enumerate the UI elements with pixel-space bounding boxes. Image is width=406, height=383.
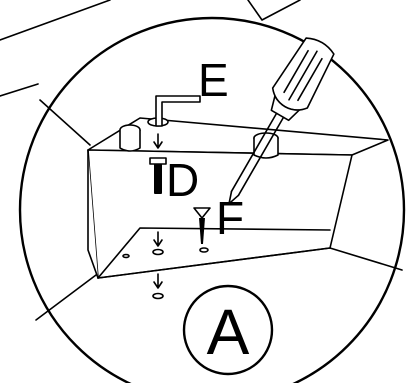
bolt-d — [154, 162, 162, 194]
label-d: D — [166, 154, 199, 206]
dowel-left — [119, 124, 141, 152]
floor-lines — [35, 99, 403, 321]
magnifier-circle — [18, 16, 406, 383]
detail-marker-a — [182, 284, 274, 376]
label-a: A — [207, 296, 250, 368]
bolt-insertion-arrow-top — [153, 133, 163, 149]
hole-arrows — [122, 231, 209, 300]
background-box-outline — [0, 0, 301, 97]
allen-key — [155, 95, 201, 127]
bolt-head — [149, 157, 167, 165]
screwdriver — [228, 37, 335, 205]
label-f: F — [216, 192, 244, 244]
label-e: E — [198, 54, 229, 106]
screw-f — [193, 207, 211, 244]
